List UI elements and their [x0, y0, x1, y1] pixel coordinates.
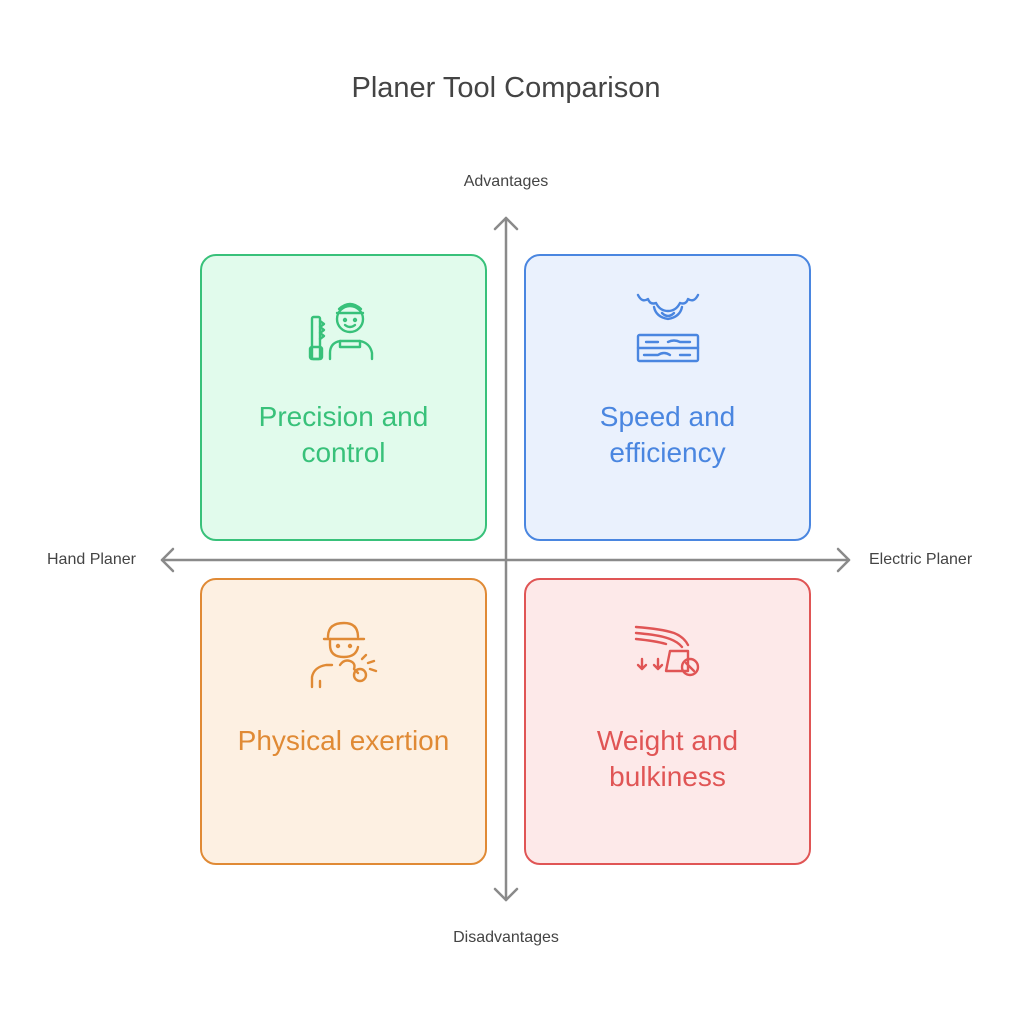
quadrant-physical-exertion: Physical exertion — [200, 578, 487, 865]
axis-label-advantages: Advantages — [463, 173, 549, 190]
quadrant-text: Physical exertion — [237, 725, 450, 756]
arrow-down-icon — [493, 887, 519, 902]
arrow-left-icon — [160, 547, 175, 573]
arrow-right-icon — [836, 547, 851, 573]
axis-label-electric-planer: Electric Planer — [869, 551, 973, 568]
axis-label-disadvantages: Disadvantages — [453, 929, 559, 946]
woodworker-with-saw-icon — [304, 289, 384, 369]
quadrant-text: Weight and bulkiness — [596, 725, 739, 792]
quadrant-precision-and-control: Precision and control — [200, 254, 487, 541]
quadrant-text: Speed and efficiency — [599, 401, 736, 468]
heavy-tool-icon — [628, 613, 708, 693]
quadrant-text: Precision and control — [258, 401, 429, 468]
diagram-title: Planer Tool Comparison — [351, 72, 661, 104]
quadrant-speed-and-efficiency: Speed and efficiency — [524, 254, 811, 541]
quadrant-weight-and-bulkiness: Weight and bulkiness — [524, 578, 811, 865]
electric-planer-on-wood-icon — [628, 289, 708, 369]
arrow-up-icon — [493, 216, 519, 231]
tired-worker-icon — [304, 613, 384, 693]
axis-label-hand-planer: Hand Planer — [47, 551, 136, 568]
